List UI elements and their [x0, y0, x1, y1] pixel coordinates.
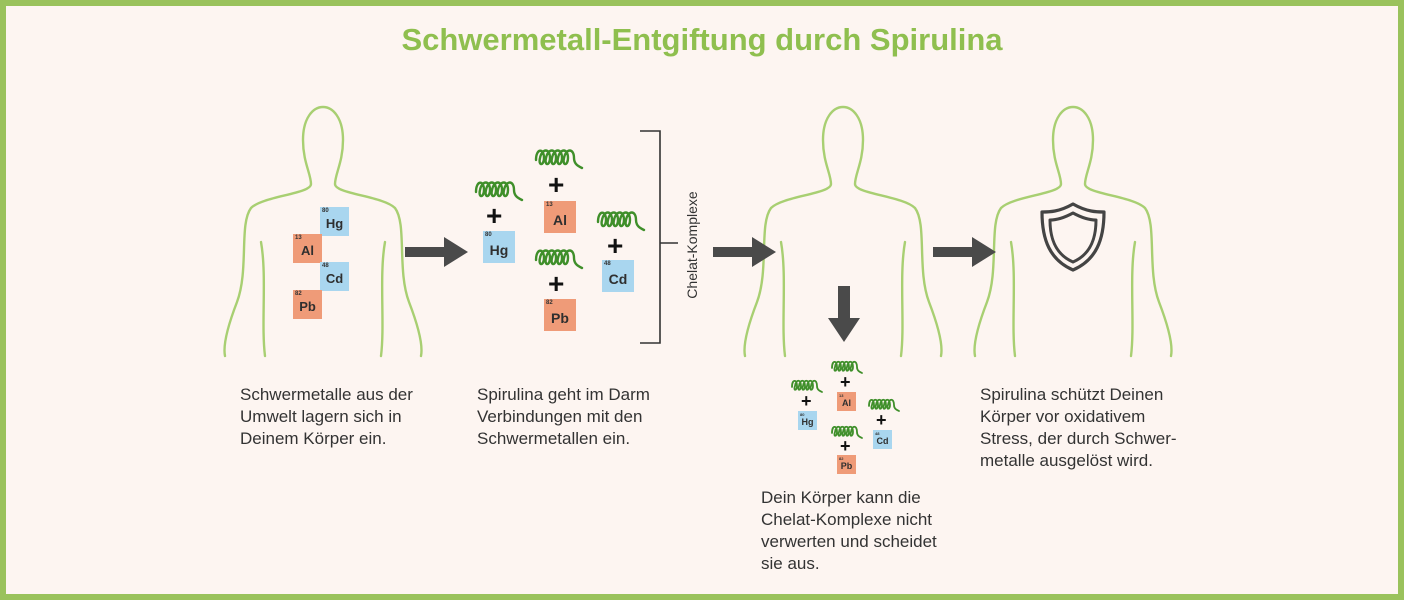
caption-line: Spirulina geht im Darm — [477, 385, 650, 404]
caption-step-4: Spirulina schützt Deinen Körper vor oxid… — [980, 384, 1210, 472]
spirulina-coil — [596, 211, 646, 232]
element-number: 13 — [839, 393, 844, 398]
element-symbol: Cd — [876, 436, 889, 446]
plus-sign: + — [801, 391, 812, 411]
element-number: 80 — [485, 232, 492, 238]
caption-line: Körper vor oxidativem — [980, 407, 1146, 426]
caption-line: verwerten und scheidet — [761, 532, 937, 551]
plus-sign: + — [876, 410, 887, 430]
element-al-tile: 13 Al — [837, 392, 856, 411]
caption-line: Verbindungen mit den — [477, 407, 643, 426]
element-al-tile: 13 Al — [544, 201, 576, 233]
body-outline-3 — [973, 105, 1173, 358]
element-symbol: Cd — [325, 271, 344, 286]
caption-line: Umwelt lagern sich in — [240, 407, 402, 426]
caption-line: Dein Körper kann die — [761, 488, 921, 507]
element-symbol: Al — [301, 243, 314, 258]
element-symbol: Al — [553, 212, 567, 228]
element-cd-tile: 48 Cd — [320, 262, 349, 291]
element-number: 80 — [322, 208, 329, 214]
caption-line: Chelat-Komplexe nicht — [761, 510, 933, 529]
element-symbol: Hg — [489, 242, 509, 258]
caption-step-2: Spirulina geht im Darm Verbindungen mit … — [477, 384, 707, 450]
plus-sign: + — [486, 200, 503, 231]
element-symbol: Hg — [801, 417, 814, 427]
element-pb-tile: 82 Pb — [293, 290, 322, 319]
element-symbol: Pb — [840, 461, 853, 471]
caption-line: Deinem Körper ein. — [240, 429, 387, 448]
element-number: 82 — [546, 300, 553, 306]
element-number: 80 — [800, 412, 805, 417]
chelate-complex-label: Chelat-Komplexe — [684, 191, 700, 299]
caption-line: sie aus. — [761, 554, 820, 573]
shield-icon — [1040, 202, 1106, 272]
plus-sign: + — [840, 436, 851, 456]
plus-sign: + — [840, 372, 851, 392]
chelate-bracket — [640, 130, 678, 344]
caption-step-3: Dein Körper kann die Chelat-Komplexe nic… — [761, 487, 991, 575]
element-symbol: Pb — [551, 310, 569, 326]
arrow-down-icon — [828, 286, 860, 342]
element-number: 48 — [604, 261, 611, 267]
element-pb-tile: 82 Pb — [837, 455, 856, 474]
caption-line: Spirulina schützt Deinen — [980, 385, 1164, 404]
element-number: 48 — [875, 431, 880, 436]
element-cd-tile: 48 Cd — [873, 430, 892, 449]
element-hg-tile: 80 Hg — [320, 207, 349, 236]
element-al-tile: 13 Al — [293, 234, 322, 263]
arrow-right-icon — [405, 237, 468, 267]
element-symbol: Cd — [608, 271, 628, 287]
diagram-title: Schwermetall-Entgiftung durch Spirulina — [401, 22, 1003, 57]
spirulina-coil — [534, 249, 584, 270]
element-cd-tile: 48 Cd — [602, 260, 634, 292]
caption-line: metalle ausgelöst wird. — [980, 451, 1153, 470]
arrow-right-icon — [713, 237, 776, 267]
spirulina-coil — [534, 149, 584, 170]
element-hg-tile: 80 Hg — [798, 411, 817, 430]
element-number: 13 — [295, 235, 302, 241]
caption-line: Stress, der durch Schwer- — [980, 429, 1177, 448]
element-number: 82 — [839, 456, 844, 461]
element-symbol: Pb — [299, 299, 316, 314]
arrow-right-icon — [933, 237, 996, 267]
element-number: 48 — [322, 263, 329, 269]
caption-line: Schwermetallen ein. — [477, 429, 631, 448]
caption-step-1: Schwermetalle aus der Umwelt lagern sich… — [240, 384, 470, 450]
element-symbol: Hg — [325, 216, 344, 231]
plus-sign: + — [607, 230, 624, 261]
element-pb-tile: 82 Pb — [544, 299, 576, 331]
plus-sign: + — [548, 268, 565, 299]
element-symbol: Al — [842, 398, 851, 408]
element-number: 13 — [546, 202, 553, 208]
spirulina-coil — [474, 181, 524, 202]
element-hg-tile: 80 Hg — [483, 231, 515, 263]
element-number: 82 — [295, 291, 302, 297]
plus-sign: + — [548, 169, 565, 200]
caption-line: Schwermetalle aus der — [240, 385, 413, 404]
